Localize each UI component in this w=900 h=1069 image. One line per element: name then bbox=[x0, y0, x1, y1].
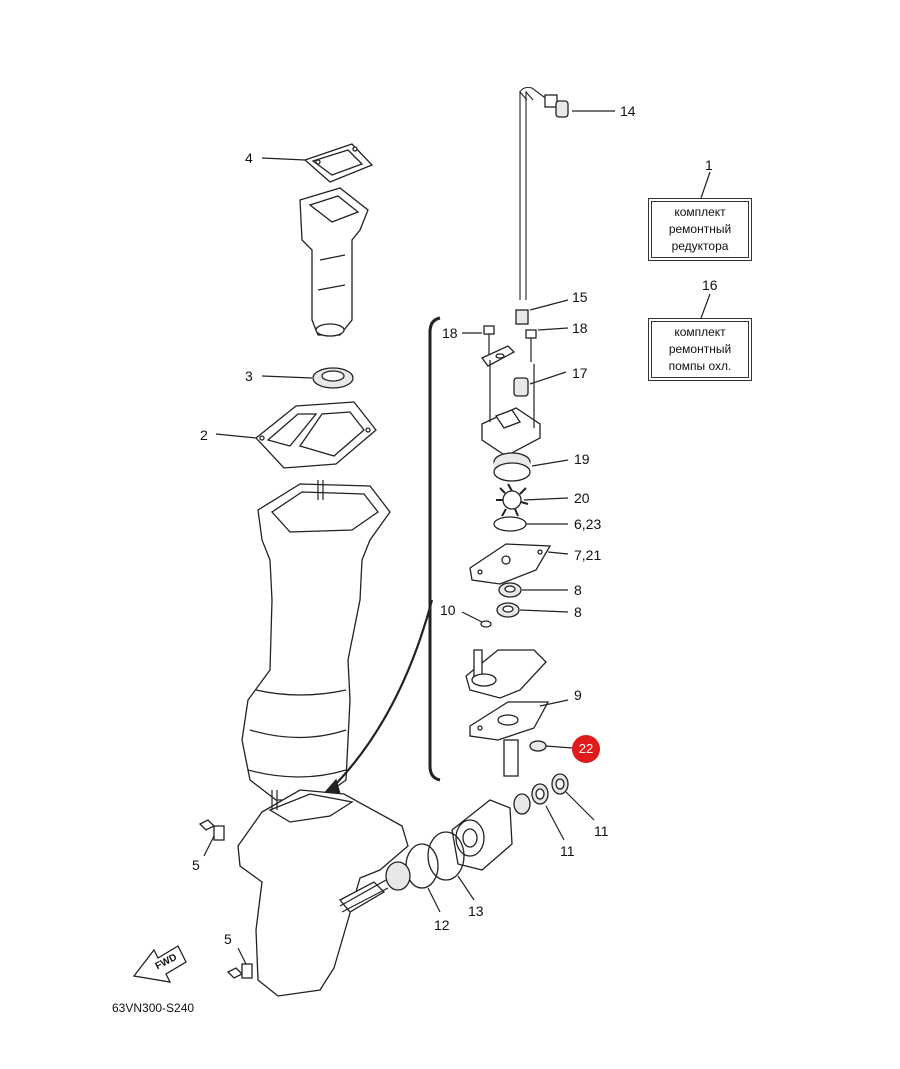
callout-5-lower: 5 bbox=[224, 931, 232, 947]
callout-11-right: 11 bbox=[594, 823, 609, 839]
insert-cartridge-part-19 bbox=[493, 452, 569, 482]
diagram-code: 63VN300-S240 bbox=[112, 1001, 194, 1015]
assembly-arrow bbox=[329, 599, 434, 791]
propeller-shaft-housing bbox=[451, 799, 513, 871]
highlight-badge-22: 22 bbox=[572, 735, 600, 763]
assembly-bracket bbox=[428, 316, 441, 782]
kit-pump-line-1: комплект bbox=[674, 325, 726, 339]
grommet-part-15 bbox=[515, 299, 569, 325]
gasket-part-9 bbox=[469, 699, 569, 741]
seal-part-22 bbox=[529, 740, 573, 752]
callout-8-upper: 8 bbox=[574, 582, 582, 598]
kit-box-gearcase: комплект ремонтный редуктора bbox=[648, 198, 752, 261]
fwd-arrow-icon: FWD bbox=[132, 945, 187, 983]
seal-part-3 bbox=[261, 367, 354, 389]
bolt-part-18-right bbox=[525, 327, 569, 362]
kit-gearcase-line-3: редуктора bbox=[671, 239, 729, 253]
oil-seal-part-11-outer bbox=[551, 773, 595, 821]
kit-pump-line-2: ремонтный bbox=[668, 342, 732, 356]
oil-seal-part-8-lower bbox=[496, 602, 569, 618]
callout-7-21: 7,21 bbox=[574, 547, 601, 563]
oring-part-6-23 bbox=[493, 516, 568, 532]
prop-shaft-bearing bbox=[339, 861, 411, 913]
bolt-part-18-left bbox=[462, 325, 495, 356]
callout-2: 2 bbox=[200, 427, 208, 443]
water-tube bbox=[519, 86, 558, 300]
callout-11-left: 11 bbox=[560, 843, 575, 859]
oring-part-13 bbox=[427, 831, 475, 901]
callout-8-lower: 8 bbox=[574, 604, 582, 620]
oil-seal-part-11-inner bbox=[513, 783, 565, 841]
callout-12: 12 bbox=[434, 917, 450, 933]
kit-box-pump: комплект ремонтный помпы охл. bbox=[648, 318, 752, 381]
leader-16 bbox=[700, 293, 711, 319]
callout-16: 16 bbox=[702, 277, 718, 293]
callout-6-23: 6,23 bbox=[574, 516, 601, 532]
shaft-stub bbox=[503, 739, 519, 777]
callout-14: 14 bbox=[620, 103, 636, 119]
leader-1 bbox=[700, 171, 711, 199]
outer-plate-part-7-21 bbox=[469, 543, 569, 585]
callout-17: 17 bbox=[572, 365, 588, 381]
callout-18-right: 18 bbox=[572, 320, 588, 336]
lower-casing bbox=[237, 789, 409, 997]
kit-pump-line-3: помпы охл. bbox=[668, 359, 732, 373]
screw-part-5-upper bbox=[198, 819, 225, 857]
dowel-part-10 bbox=[461, 611, 492, 628]
callout-19: 19 bbox=[574, 451, 590, 467]
callout-1: 1 bbox=[705, 157, 713, 173]
callout-3: 3 bbox=[245, 368, 253, 384]
pump-housing bbox=[481, 360, 541, 457]
oring-part-12 bbox=[405, 843, 441, 913]
callout-10: 10 bbox=[440, 602, 456, 618]
pump-base bbox=[465, 649, 547, 699]
callout-4: 4 bbox=[245, 150, 253, 166]
seal-part-17 bbox=[513, 371, 567, 397]
callout-18-left: 18 bbox=[442, 325, 458, 341]
grommet-part-14 bbox=[555, 100, 615, 118]
washer-plate bbox=[480, 345, 516, 367]
callout-9: 9 bbox=[574, 687, 582, 703]
callout-15: 15 bbox=[572, 289, 588, 305]
callout-20: 20 bbox=[574, 490, 590, 506]
gasket-part-2 bbox=[215, 401, 377, 469]
callout-13: 13 bbox=[468, 903, 484, 919]
screw-part-5-lower bbox=[226, 947, 253, 979]
oil-seal-part-8-upper bbox=[498, 582, 568, 598]
exhaust-guide bbox=[299, 187, 369, 337]
impeller-part-20 bbox=[496, 483, 569, 517]
upper-casing bbox=[241, 480, 391, 801]
kit-gearcase-line-1: комплект bbox=[674, 205, 726, 219]
callout-5-upper: 5 bbox=[192, 857, 200, 873]
gasket-part-4 bbox=[261, 143, 374, 183]
kit-gearcase-line-2: ремонтный bbox=[668, 222, 732, 236]
